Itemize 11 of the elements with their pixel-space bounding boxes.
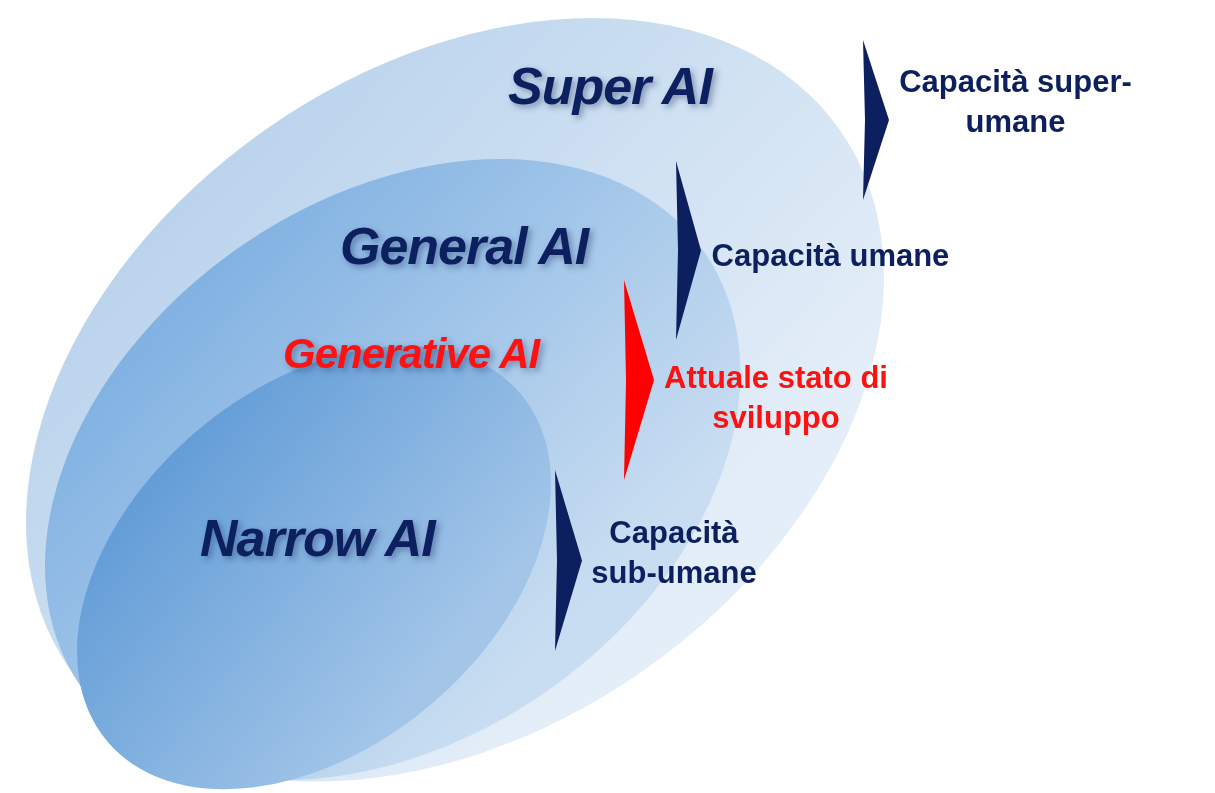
- category-label: Generative AI: [283, 332, 603, 375]
- capability-label: Capacità umane: [708, 236, 953, 277]
- capability-label: Attuale stato di sviluppo: [660, 358, 892, 439]
- chevron-arrow: [676, 161, 701, 340]
- category-label: Narrow AI: [199, 511, 435, 564]
- chevron-arrow: [624, 280, 654, 480]
- chevron-arrow: [863, 40, 889, 200]
- capability-label: Capacità super-umane: [893, 62, 1138, 143]
- capability-label: Capacità sub-umane: [588, 513, 760, 594]
- chevron-arrow: [555, 470, 582, 651]
- category-label: General AI: [340, 219, 589, 272]
